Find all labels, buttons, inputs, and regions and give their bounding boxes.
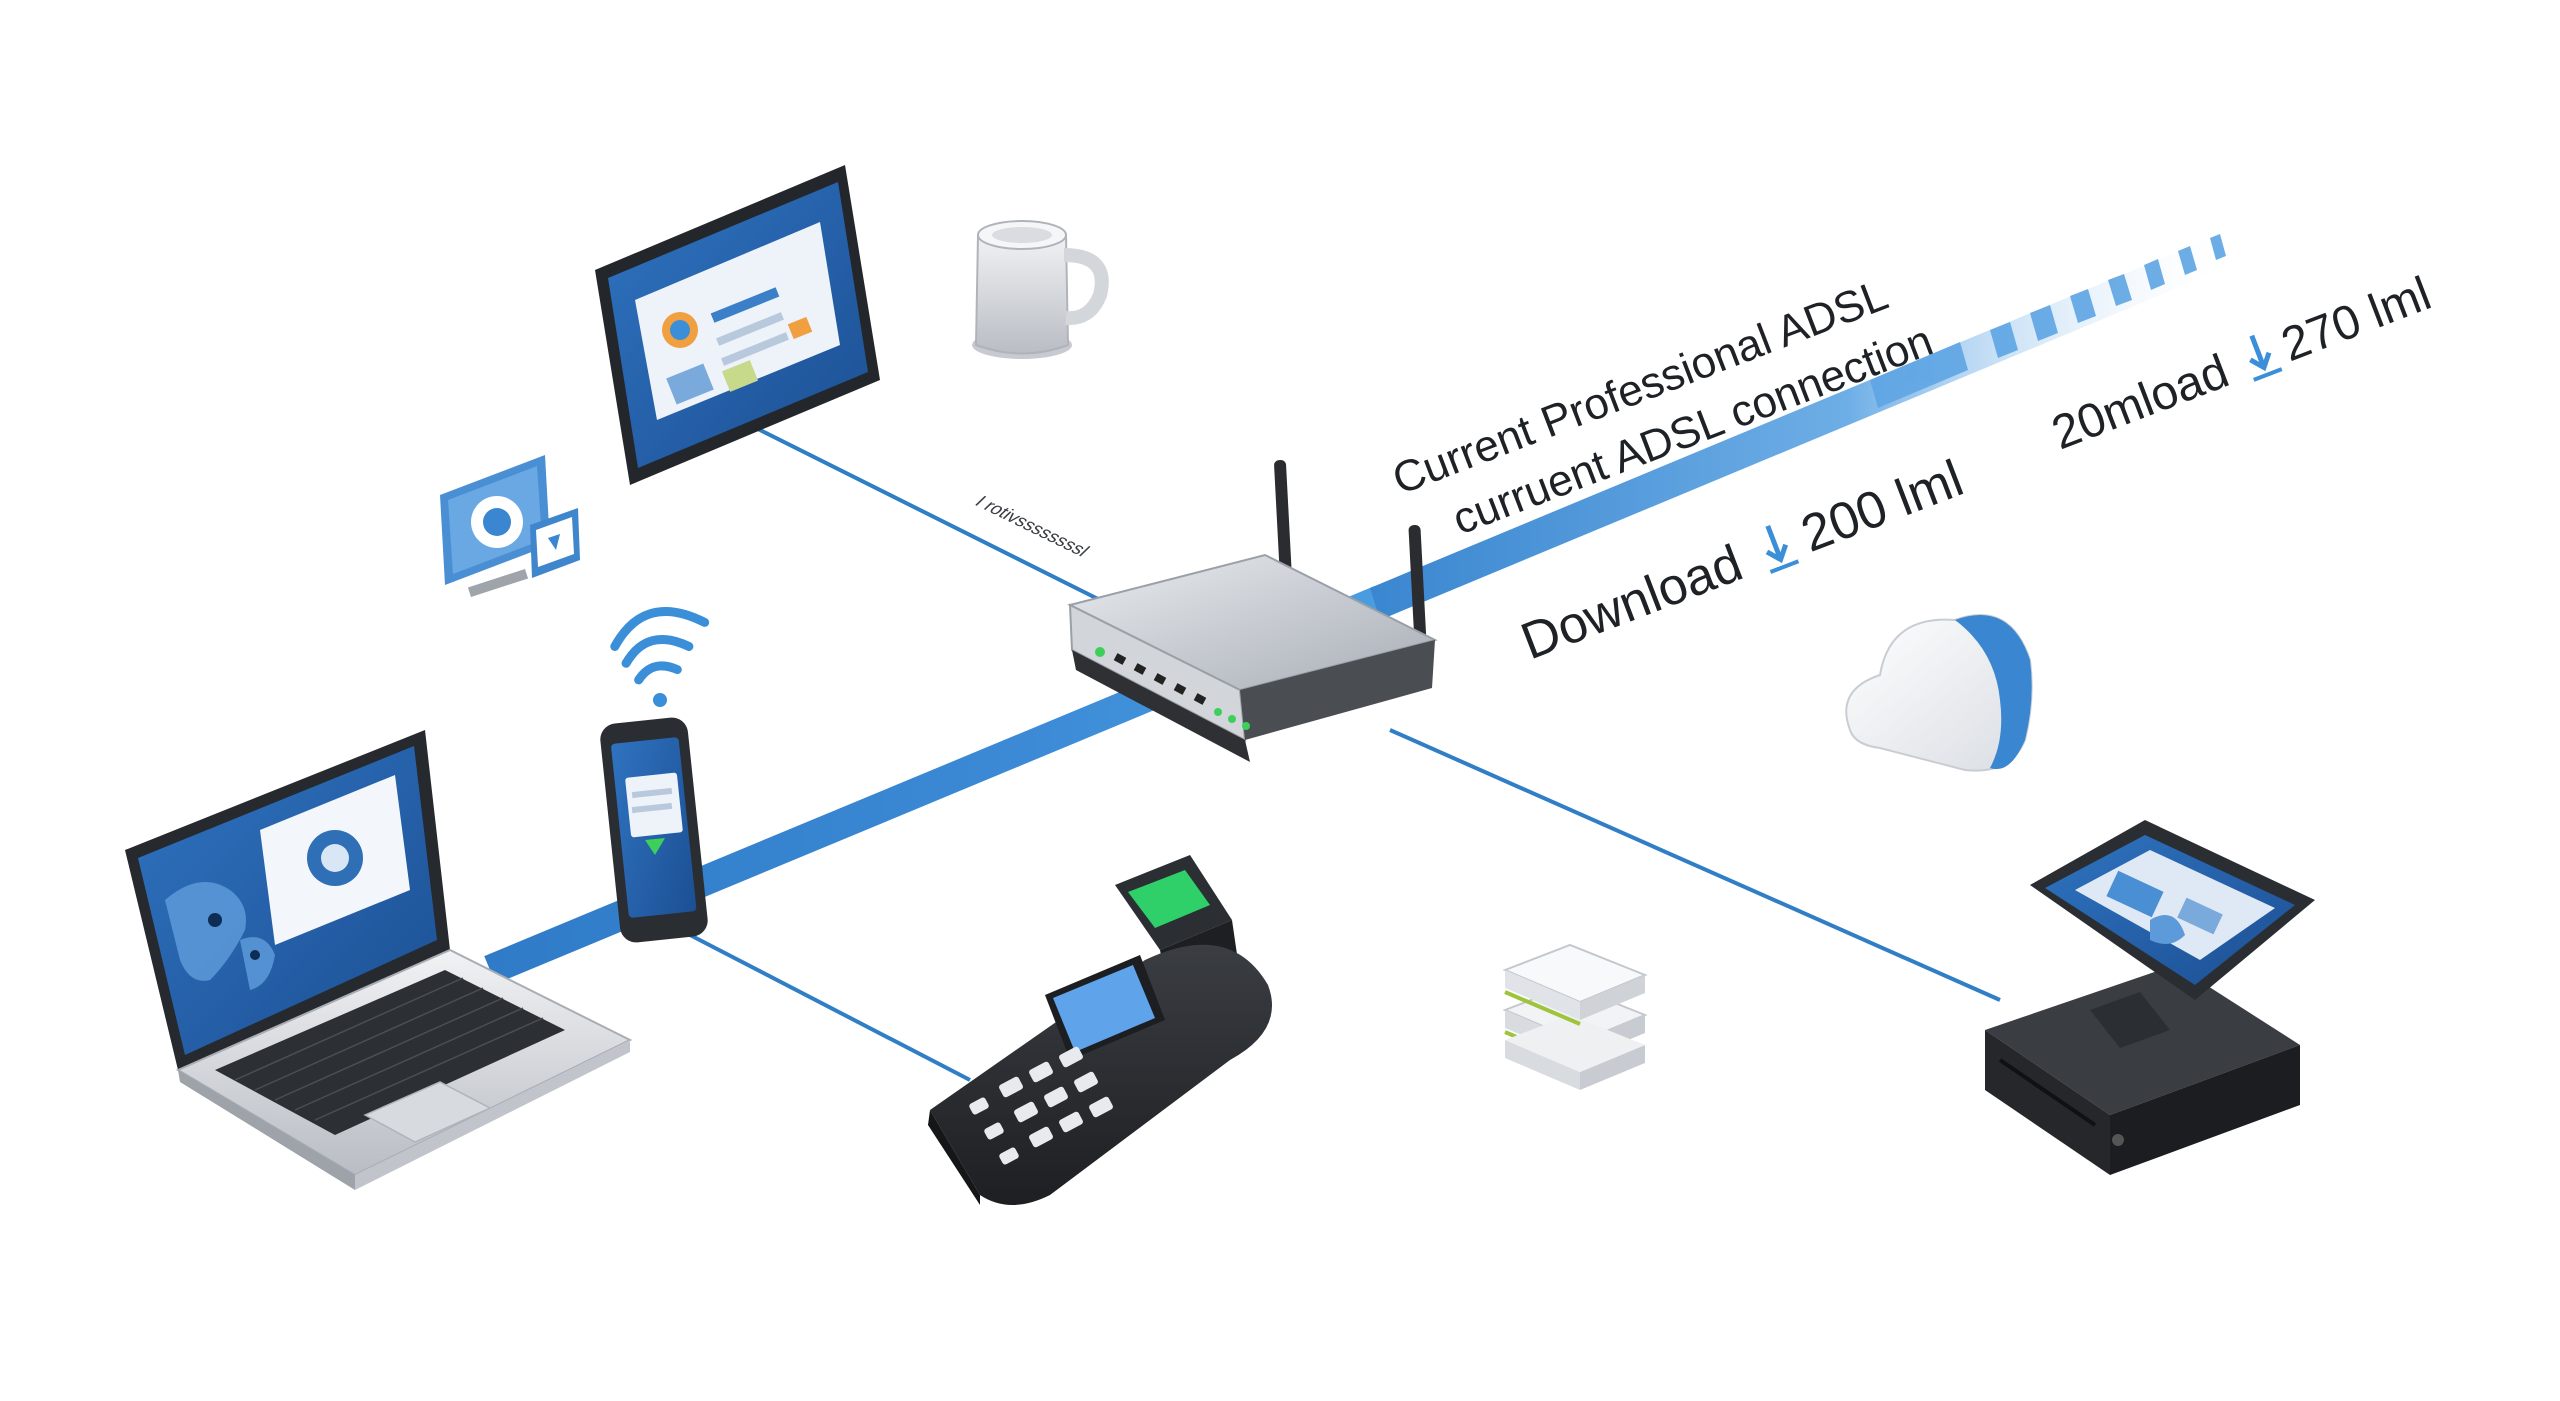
wifi-icon — [610, 606, 710, 707]
download-right-prefix: 20mload — [2045, 345, 2236, 460]
cloud-icon — [1845, 614, 2033, 772]
keyboard-keys — [234, 977, 544, 1121]
keypad — [969, 1046, 1113, 1165]
server-stack-icon — [1502, 943, 1648, 1090]
adsl-line-stripes — [1870, 234, 2226, 408]
link-tablet-router — [739, 418, 1101, 602]
down-arrow-icon — [1765, 525, 1800, 574]
down-arrow-icon — [2249, 334, 2283, 382]
laptop-screen-content — [165, 775, 410, 990]
monitor-icon — [440, 455, 580, 598]
download-left-prefix: Download — [1514, 534, 1751, 671]
download-left-value: 200 lml — [1794, 449, 1971, 563]
link-router-register — [1389, 728, 2001, 1002]
link-phone-terminal — [689, 933, 971, 1082]
router-ports — [1095, 647, 1250, 730]
router-label: I rotivssssssssl — [971, 492, 1094, 560]
router-icon: I rotivssssssssl — [971, 460, 1438, 762]
speed-labels: Current Professional ADSL curruent ADSL … — [1386, 267, 2438, 671]
tablet-screen-content — [662, 287, 813, 405]
laptop-icon — [125, 730, 633, 1190]
smartphone-icon — [600, 717, 708, 943]
pos-register-icon — [1985, 820, 2315, 1175]
adsl-line-upper — [1370, 230, 2240, 620]
mug-icon — [972, 220, 1109, 359]
download-right-value: 270 lml — [2275, 267, 2438, 372]
card-terminal-icon — [928, 855, 1273, 1205]
tablet-icon — [595, 165, 880, 485]
